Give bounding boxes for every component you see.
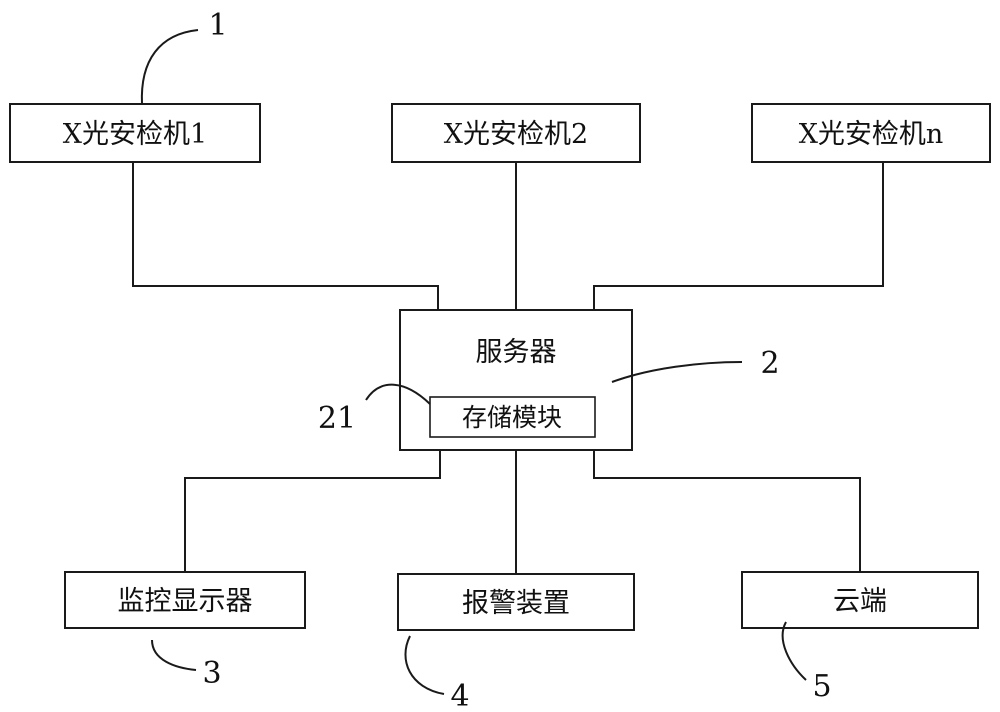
- xray-machine-n-box: X光安检机n: [751, 103, 991, 163]
- cloud-box: 云端: [741, 571, 979, 629]
- ref-number-21: 21: [318, 401, 356, 436]
- alarm-device-box: 报警装置: [397, 573, 635, 631]
- xray-machine-1-box: X光安检机1: [9, 103, 261, 163]
- alarm-device-label: 报警装置: [462, 588, 570, 619]
- leader-ref-2: [611, 361, 743, 383]
- storage-module-label: 存储模块: [462, 403, 562, 432]
- monitor-display-box: 监控显示器: [64, 571, 306, 629]
- leader-ref-1: [140, 29, 199, 105]
- connector-server-monitor: [184, 450, 441, 572]
- ref-number-3: 3: [202, 656, 221, 691]
- leader-ref-3: [151, 639, 197, 671]
- cloud-label: 云端: [833, 586, 887, 617]
- xray-machine-n-label: X光安检机n: [799, 119, 944, 150]
- connector-xrayn-server: [593, 162, 884, 310]
- ref-number-4: 4: [450, 679, 469, 712]
- leader-ref-21: [365, 383, 431, 405]
- connector-server-cloud: [593, 450, 861, 572]
- ref-number-5: 5: [812, 669, 831, 704]
- leader-ref-4: [404, 635, 445, 695]
- xray-machine-2-label: X光安检机2: [444, 119, 588, 150]
- leader-ref-5: [781, 621, 807, 681]
- connector-xray1-server: [132, 162, 439, 310]
- ref-number-2: 2: [760, 346, 779, 381]
- xray-machine-2-box: X光安检机2: [391, 103, 641, 163]
- xray-machine-1-label: X光安检机1: [63, 119, 207, 150]
- monitor-display-label: 监控显示器: [118, 586, 253, 617]
- server-label: 服务器: [476, 337, 557, 368]
- storage-module-box: [429, 396, 596, 438]
- ref-number-1: 1: [208, 8, 227, 43]
- server-box: 服务器 存储模块: [399, 309, 633, 451]
